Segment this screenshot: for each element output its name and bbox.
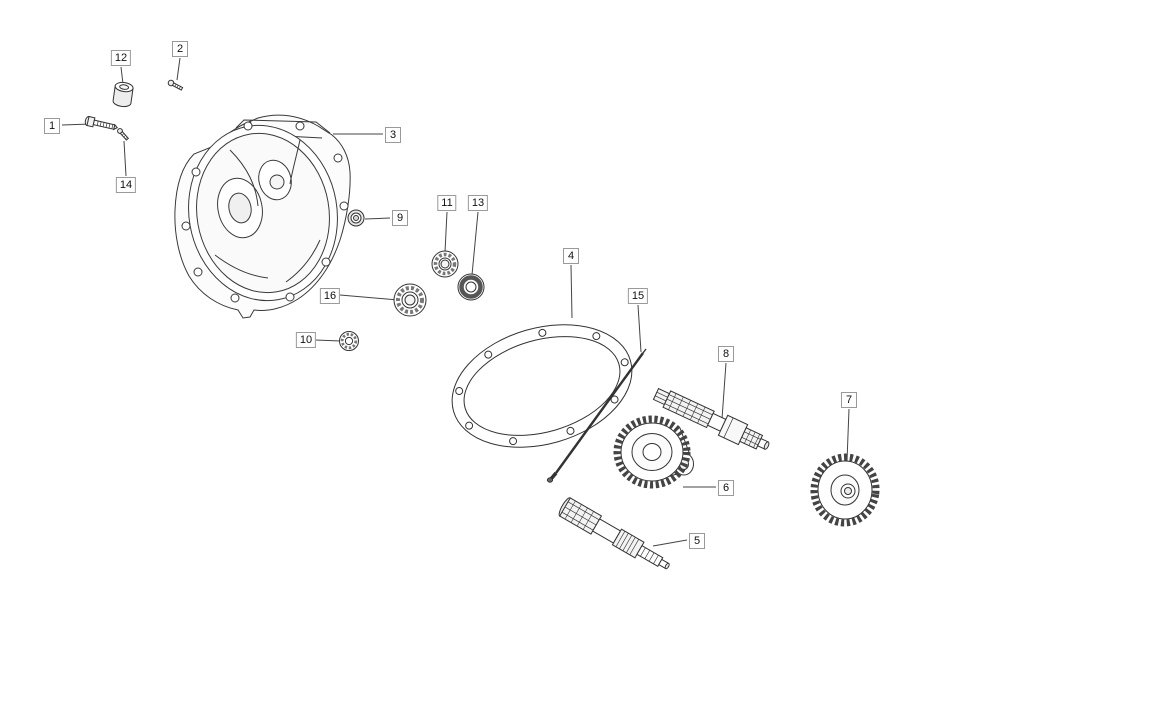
callout-16: 16: [319, 288, 341, 304]
part-small-bearing: [339, 331, 359, 351]
part-screw-lower: [117, 128, 130, 141]
callout-2: 2: [172, 41, 188, 57]
leader-lines: [61, 57, 850, 547]
callout-9: 9: [392, 210, 408, 226]
callout-15: 15: [627, 288, 649, 304]
part-gasket: [451, 324, 633, 448]
callout-8: 8: [718, 346, 734, 362]
callout-3: 3: [385, 127, 401, 143]
part-gear-case-cover: [174, 114, 351, 319]
callout-7: 7: [841, 392, 857, 408]
part-bushing: [112, 81, 134, 108]
callout-1: 1: [44, 118, 60, 134]
callout-10: 10: [295, 332, 317, 348]
part-gear-cluster: [613, 415, 694, 489]
part-bolt: [84, 115, 119, 131]
part-nut: [347, 209, 365, 227]
part-screw-upper: [167, 79, 184, 91]
part-ball-bearing-main: [393, 283, 427, 317]
callout-4: 4: [563, 248, 579, 264]
part-gear-wheel: [810, 453, 880, 527]
part-output-shaft: [558, 497, 670, 570]
part-oil-seal: [457, 273, 485, 301]
callout-5: 5: [689, 533, 705, 549]
callout-11: 11: [437, 195, 457, 211]
callout-12: 12: [110, 50, 132, 66]
callout-14: 14: [115, 177, 137, 193]
part-stud: [546, 348, 647, 483]
callout-13: 13: [467, 195, 489, 211]
part-input-shaft: [652, 387, 770, 450]
callout-6: 6: [718, 480, 734, 496]
part-ball-bearing-upper: [431, 250, 459, 278]
